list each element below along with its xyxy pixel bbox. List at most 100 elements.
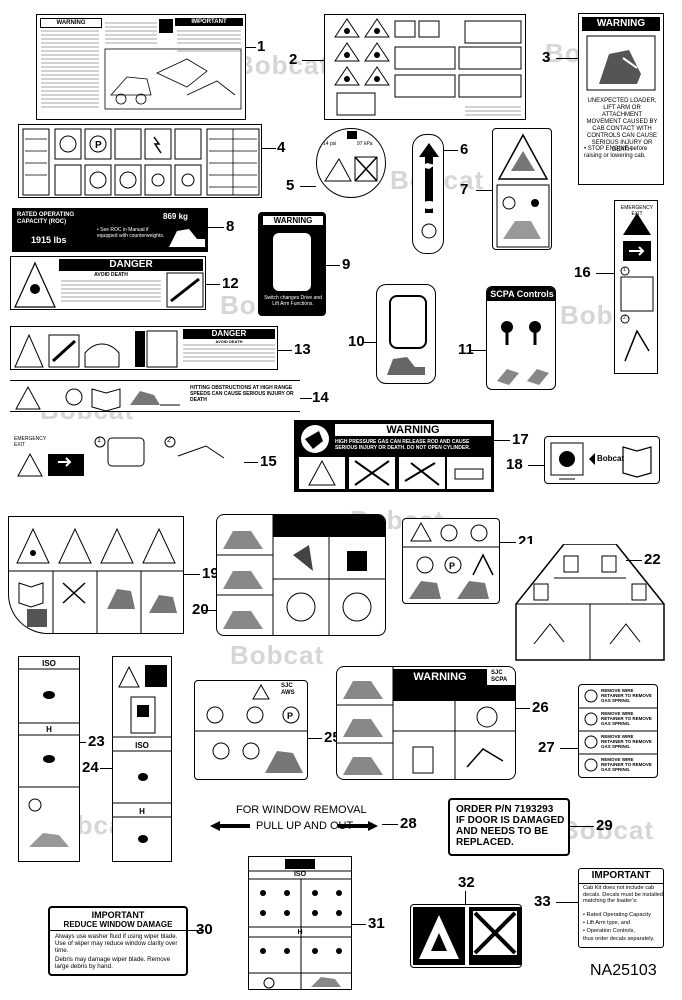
decal-29: ORDER P/N 7193293 IF DOOR IS DAMAGED AND… <box>448 798 570 856</box>
decal-27: REMOVE WIRE RETAINER TO REMOVE GAS SPRIN… <box>578 684 658 778</box>
decal-8-kg: 869 kg <box>163 212 188 221</box>
decal-22-pictograms <box>515 544 665 661</box>
callout-22: 22 <box>644 551 661 568</box>
decal-14-pictograms <box>15 385 180 411</box>
decal-26-tag2: SCPA <box>491 677 508 683</box>
decal-18: Bobcat <box>544 436 660 484</box>
decal-2 <box>324 14 526 120</box>
decal-33-outro: thus order decals separately. <box>583 936 655 942</box>
decal-32 <box>410 904 522 968</box>
decal-1-warning-header: WARNING <box>40 18 102 28</box>
callout-33: 33 <box>534 893 551 910</box>
decal-31-h: H <box>297 929 303 936</box>
decal-8-note: • See ROC in Manual if equipped with cou… <box>97 227 165 239</box>
decal-12: DANGER AVOID DEATH <box>10 256 206 310</box>
decal-33-bullet-2: • Lift Arm type, and <box>583 920 631 926</box>
callout-32: 32 <box>458 874 475 891</box>
decal-23-iso: ISO <box>42 659 56 668</box>
callout-3: 3 <box>542 49 551 66</box>
decal-28-arrows <box>210 821 378 831</box>
decal-24-pictograms <box>113 665 171 843</box>
decal-30-title-2: REDUCE WINDOW DAMAGE <box>63 920 173 929</box>
decal-15: EMERGENCY EXIT 1 2 <box>10 432 244 482</box>
callout-12: 12 <box>222 275 239 292</box>
callout-14: 14 <box>312 389 329 406</box>
decal-11: SCPA Controls <box>486 286 556 390</box>
decal-13-pictograms <box>14 330 275 368</box>
decal-8-title: RATED OPERATING CAPACITY (ROC) <box>17 212 75 225</box>
decal-8-loader-icon <box>169 229 205 247</box>
decal-24-iso: ISO <box>135 741 149 750</box>
decal-13: DANGER AVOID DEATH <box>10 326 278 370</box>
decal-6-speed-arrow <box>419 143 439 239</box>
watermark: Bobcat <box>230 640 325 670</box>
decal-33-intro: Cab Kit does not include cab decals. Dec… <box>583 885 663 904</box>
decal-16-step1: 1 <box>623 267 626 273</box>
decal-7 <box>492 128 552 250</box>
decal-31-iso: ISO <box>293 871 307 878</box>
decal-14-text: HITTING OBSTRUCTIONS AT HIGH RANGE SPEED… <box>190 385 294 403</box>
decal-3-warning-header: WARNING <box>582 17 660 31</box>
callout-15: 15 <box>260 453 277 470</box>
callout-30: 30 <box>196 921 213 938</box>
decal-3-pictogram <box>586 35 656 91</box>
decal-25-pictograms: P <box>195 683 307 773</box>
watermark: Bobcat <box>235 50 330 80</box>
decal-1-important-header: IMPORTANT <box>175 18 243 26</box>
decal-1: WARNING IMPORTANT <box>36 14 246 120</box>
decal-29-line-4: REPLACED. <box>456 837 514 848</box>
decal-9: WARNING Switch changes Drive and Lift Ar… <box>258 212 326 316</box>
decal-4: P <box>18 124 262 198</box>
decal-17: WARNING HIGH PRESSURE GAS CAN RELEASE RO… <box>294 420 494 492</box>
callout-16: 16 <box>574 264 591 281</box>
decal-14: HITTING OBSTRUCTIONS AT HIGH RANGE SPEED… <box>10 380 300 412</box>
decal-25-tag2: AWS <box>281 690 295 696</box>
watermark: Bobcat <box>560 815 655 845</box>
callout-17: 17 <box>512 431 529 448</box>
decal-27-line-4: REMOVE WIRE RETAINER TO REMOVE GAS SPRIN… <box>601 757 652 772</box>
callout-24: 24 <box>82 759 99 776</box>
decal-17-pictograms <box>299 425 491 489</box>
decal-19-pictograms <box>9 527 183 633</box>
decal-21-pictograms: P <box>403 521 499 599</box>
decal-28-line-2: PULL UP AND OUT <box>256 820 354 832</box>
decal-23: ISO H <box>18 656 80 862</box>
decal-33: IMPORTANT Cab Kit does not include cab d… <box>578 868 664 948</box>
svg-text:P: P <box>449 561 455 571</box>
decal-26-pictograms <box>337 667 515 779</box>
decal-8-lbs: 1915 lbs <box>31 235 67 245</box>
decal-31: ISO H <box>248 856 352 990</box>
decal-27-line-1: REMOVE WIRE RETAINER TO REMOVE GAS SPRIN… <box>601 688 652 703</box>
decal-17-warning-header: WARNING <box>335 424 491 436</box>
callout-28: 28 <box>400 815 417 832</box>
decal-23-pictograms <box>19 668 79 847</box>
callout-9: 9 <box>342 256 351 273</box>
decal-5-kpa: 97 kPa <box>357 141 373 147</box>
decal-30-title-1: IMPORTANT <box>91 910 145 920</box>
decal-28-line-1: FOR WINDOW REMOVAL <box>236 804 367 816</box>
callout-10: 10 <box>348 333 365 350</box>
decal-16: EMERGENCY EXIT 1 2 <box>614 200 658 374</box>
decal-32-pictograms <box>413 907 521 965</box>
decal-3-text: UNEXPECTED LOADER, LIFT ARM OR ATTACHMEN… <box>586 98 658 153</box>
decal-15-label: EMERGENCY EXIT <box>14 436 47 448</box>
decal-26-tag1: SJC <box>491 670 503 676</box>
decal-4-indicator-grid: P <box>22 128 260 196</box>
callout-2: 2 <box>289 51 298 68</box>
callout-1: 1 <box>257 38 266 55</box>
decal-9-text: Switch changes Drive and Lift Arm Functi… <box>264 295 322 307</box>
decal-24-h: H <box>139 807 145 816</box>
callout-8: 8 <box>226 218 235 235</box>
decal-17-text: HIGH PRESSURE GAS CAN RELEASE ROD AND CA… <box>335 439 471 451</box>
decal-5-psi: 14 psi <box>323 141 337 147</box>
decal-25-tag1: SJC <box>281 683 293 689</box>
callout-23: 23 <box>88 733 105 750</box>
decal-9-warning-header: WARNING <box>263 216 323 225</box>
decal-30-para-1: Always use washer fluid if using wiper b… <box>55 933 178 954</box>
decal-29-line-1: ORDER P/N 7193293 <box>456 804 554 815</box>
decal-33-title: IMPORTANT <box>591 870 651 881</box>
decal-5-pictogram <box>324 131 378 182</box>
callout-29: 29 <box>596 817 613 834</box>
decal-22 <box>514 544 666 662</box>
decal-27-pictograms <box>579 689 657 772</box>
